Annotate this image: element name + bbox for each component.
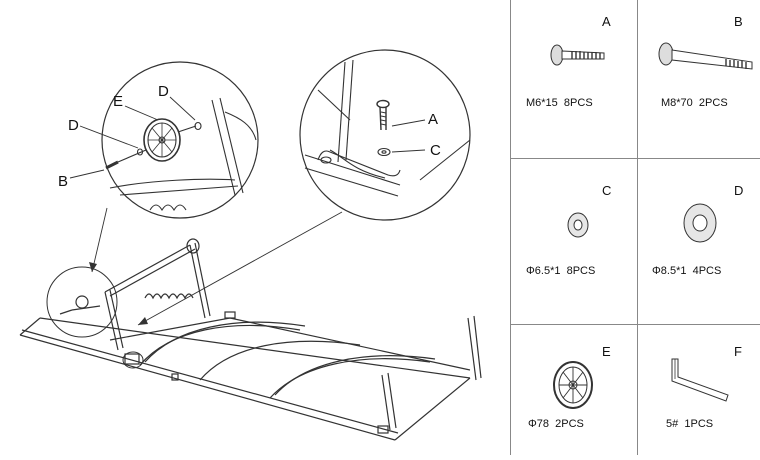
part-cell-d: D Φ8.5*1 4PCS xyxy=(638,159,760,324)
detail-circle-wheel xyxy=(69,61,259,273)
large-washer-icon xyxy=(683,203,717,243)
callout-c: C xyxy=(430,142,441,159)
assembly-svg xyxy=(19,49,482,441)
part-spec-qty: M6*15 8PCS xyxy=(526,97,593,109)
assembly-drawing: D E D B A C xyxy=(19,49,482,441)
part-letter: D xyxy=(734,183,744,198)
assembly-detail-marker xyxy=(46,266,118,338)
assembly-detail-marker-2 xyxy=(122,351,144,369)
hex-key-icon xyxy=(671,358,729,402)
frame-rail-front-inner xyxy=(21,329,399,434)
part-letter: E xyxy=(602,344,611,359)
part-letter: F xyxy=(734,344,742,359)
part-spec-qty: Φ78 2PCS xyxy=(528,418,584,430)
small-washer-icon xyxy=(567,212,589,238)
table-divider-vertical xyxy=(637,0,638,455)
part-spec: Φ8.5*1 xyxy=(652,265,687,277)
part-cell-e: E Φ78 2PCS xyxy=(510,325,637,455)
frame-crossbar-3 xyxy=(269,358,431,399)
parts-table: A M6*15 8PCS B M8*70 2PCS C Φ6.5*1 8PCS xyxy=(510,0,760,455)
part-spec-qty: M8*70 2PCS xyxy=(661,97,728,109)
rear-upright xyxy=(189,244,206,319)
callout-d-mid: D xyxy=(68,117,79,134)
frame-rail-front xyxy=(19,334,396,441)
callout-d-top: D xyxy=(158,83,169,100)
table-border-left xyxy=(510,0,511,455)
part-letter: A xyxy=(602,14,611,29)
frame-crossbar-2 xyxy=(199,340,361,381)
part-qty: 8PCS xyxy=(566,265,596,277)
part-cell-c: C Φ6.5*1 8PCS xyxy=(510,159,637,324)
frame-crossbar-1 xyxy=(139,324,301,366)
callout-b: B xyxy=(58,173,69,190)
part-spec: Φ6.5*1 xyxy=(526,265,561,277)
short-bolt-icon xyxy=(550,44,605,66)
part-cell-a: A M6*15 8PCS xyxy=(510,0,637,158)
part-spec: M6*15 xyxy=(526,97,558,109)
callout-a: A xyxy=(428,111,439,128)
part-qty: 2PCS xyxy=(698,97,728,109)
part-spec-qty: Φ6.5*1 8PCS xyxy=(526,265,595,277)
part-qty: 4PCS xyxy=(692,265,722,277)
part-qty: 2PCS xyxy=(555,418,584,430)
part-qty: 1PCS xyxy=(684,418,714,430)
wheel-icon xyxy=(553,361,593,409)
part-spec: Φ78 xyxy=(528,418,550,430)
part-cell-f: F 5# 1PCS xyxy=(638,325,760,455)
part-cell-b: B M8*70 2PCS xyxy=(638,0,760,158)
detail-circle-bracket xyxy=(137,49,471,326)
table-divider-row-1 xyxy=(510,158,760,159)
callout-e: E xyxy=(113,93,124,110)
part-letter: B xyxy=(734,14,743,29)
part-spec: 5# xyxy=(666,418,679,430)
part-letter: C xyxy=(602,183,612,198)
part-spec: M8*70 xyxy=(661,97,693,109)
right-leg-back xyxy=(467,317,477,381)
right-leg-front xyxy=(381,374,391,431)
part-qty: 8PCS xyxy=(563,97,593,109)
long-bolt-icon xyxy=(658,42,753,70)
part-spec-qty: 5# 1PCS xyxy=(666,418,713,430)
table-divider-row-2 xyxy=(510,324,760,325)
part-spec-qty: Φ8.5*1 4PCS xyxy=(652,265,721,277)
